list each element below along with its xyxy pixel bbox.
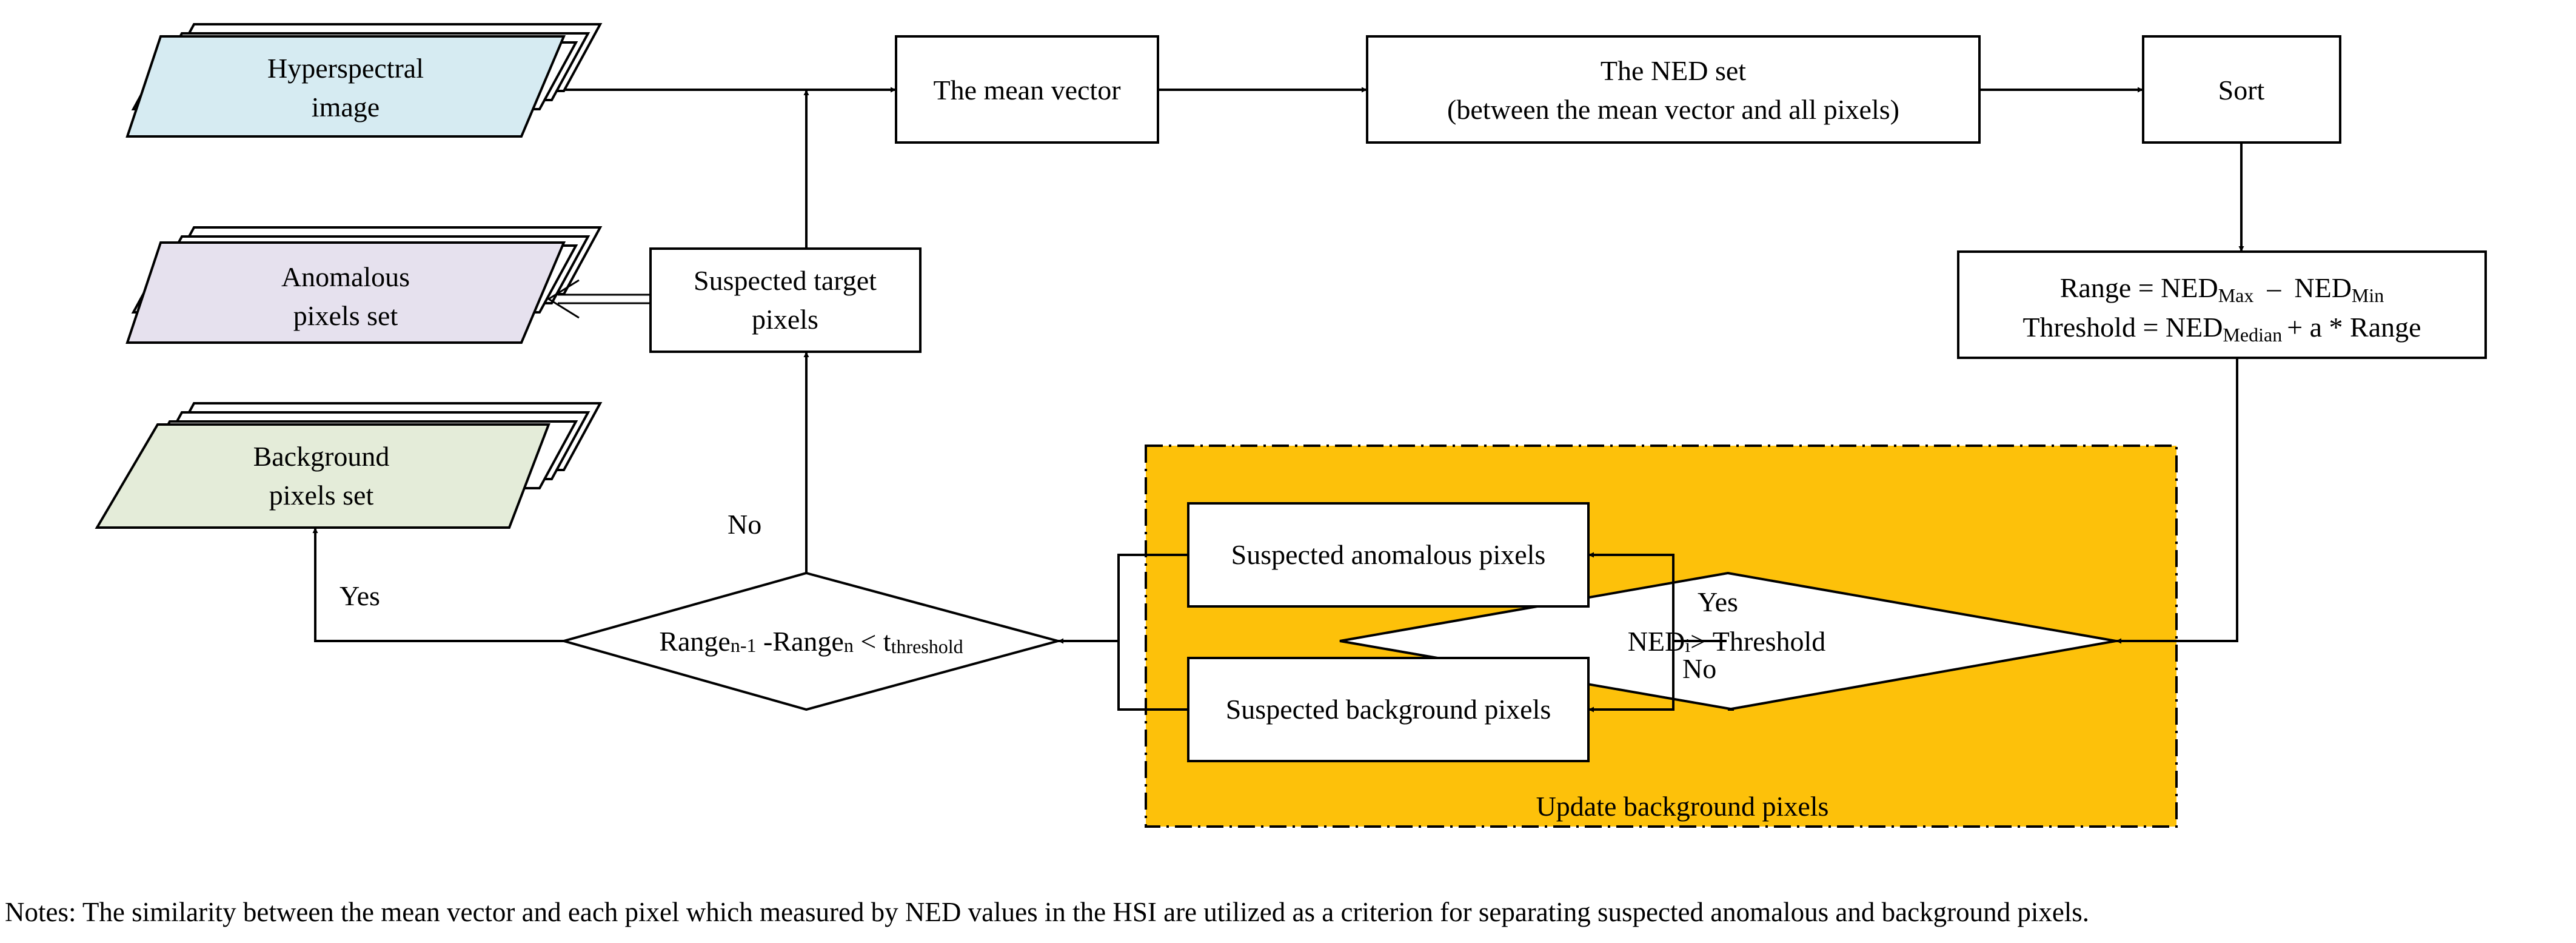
threshold-text: Threshold = NED <box>2022 312 2223 343</box>
suspected-background-label: Suspected background pixels <box>1226 694 1551 725</box>
edge-no-to-background <box>1588 641 1674 713</box>
threshold-median-sub: Median <box>2223 324 2282 346</box>
ned-set-line2: (between the mean vector and all pixels) <box>1447 94 1899 125</box>
ned-set-box <box>1366 35 1981 144</box>
mean-vector-label: The mean vector <box>933 75 1120 106</box>
sort-box <box>2142 35 2341 144</box>
range-threshold-box <box>1957 250 2487 359</box>
background-pixels-set: Background pixels set <box>95 402 603 529</box>
threshold-rest: + a * Range <box>2287 312 2421 343</box>
range-n: -Range <box>757 626 844 657</box>
suspected-anomalous-label: Suspected anomalous pixels <box>1231 539 1546 570</box>
range-max-sub: Max <box>2218 284 2254 306</box>
range-n1: Range <box>659 626 731 657</box>
edge-anomalous-out <box>1117 554 1188 711</box>
range-convergence-label: Rangen-1 -Rangen < tthreshold <box>659 626 963 657</box>
edge-range-to-ned-decision <box>2116 358 2238 644</box>
suspected-target-line2: pixels <box>752 304 818 335</box>
anomalous-pixels-set: Anomalous pixels set <box>125 226 603 344</box>
edge-target-to-anomalous <box>547 279 651 319</box>
range-lt: < t <box>854 626 891 657</box>
range-text: Range = NED <box>2060 272 2218 303</box>
threshold-formula: Threshold = NEDMedian+ a * Range <box>2022 312 2421 346</box>
range-formula: Range = NEDMax–NEDMin <box>2060 272 2384 306</box>
anomalous-set-line2: pixels set <box>293 300 398 331</box>
suspected-target-line1: Suspected target <box>694 265 877 296</box>
ned-threshold-label: NEDi> Threshold <box>1628 626 1826 657</box>
range-ned2: NED <box>2294 272 2352 303</box>
mean-vector-box <box>895 35 1159 144</box>
background-set-line2: pixels set <box>269 480 374 511</box>
yes-label-right: Yes <box>1698 586 1738 617</box>
update-region-label: Update background pixels <box>1536 791 1829 822</box>
sort-label: Sort <box>2218 75 2265 106</box>
edge-yes-to-anomalous <box>1588 552 1674 641</box>
suspected-target-box <box>649 247 922 353</box>
range-threshold-sub: threshold <box>891 636 963 657</box>
suspected-anomalous-box <box>1187 502 1590 608</box>
yes-label-left: Yes <box>340 580 380 611</box>
input-label-line2: image <box>312 92 380 122</box>
hyperspectral-image-input: Hyperspectral image <box>125 23 603 138</box>
range-n-sub: n <box>844 634 854 656</box>
anomalous-set-line1: Anomalous <box>281 261 410 292</box>
suspected-background-box <box>1187 657 1590 762</box>
range-convergence-decision <box>559 571 1063 711</box>
no-label-right: No <box>1682 653 1716 684</box>
no-label-up: No <box>728 509 761 540</box>
range-n1-sub: n-1 <box>731 634 757 656</box>
ned-i-sub: i <box>1685 634 1690 656</box>
background-set-line1: Background <box>253 441 390 472</box>
notes-caption: Notes: The similarity between the mean v… <box>5 897 2090 927</box>
input-label-line1: Hyperspectral <box>267 53 424 84</box>
ned-set-line1: The NED set <box>1601 55 1746 86</box>
range-min-sub: Min <box>2352 284 2384 306</box>
edge-yes-to-background-set <box>312 528 564 642</box>
range-minus: – <box>2266 272 2281 303</box>
